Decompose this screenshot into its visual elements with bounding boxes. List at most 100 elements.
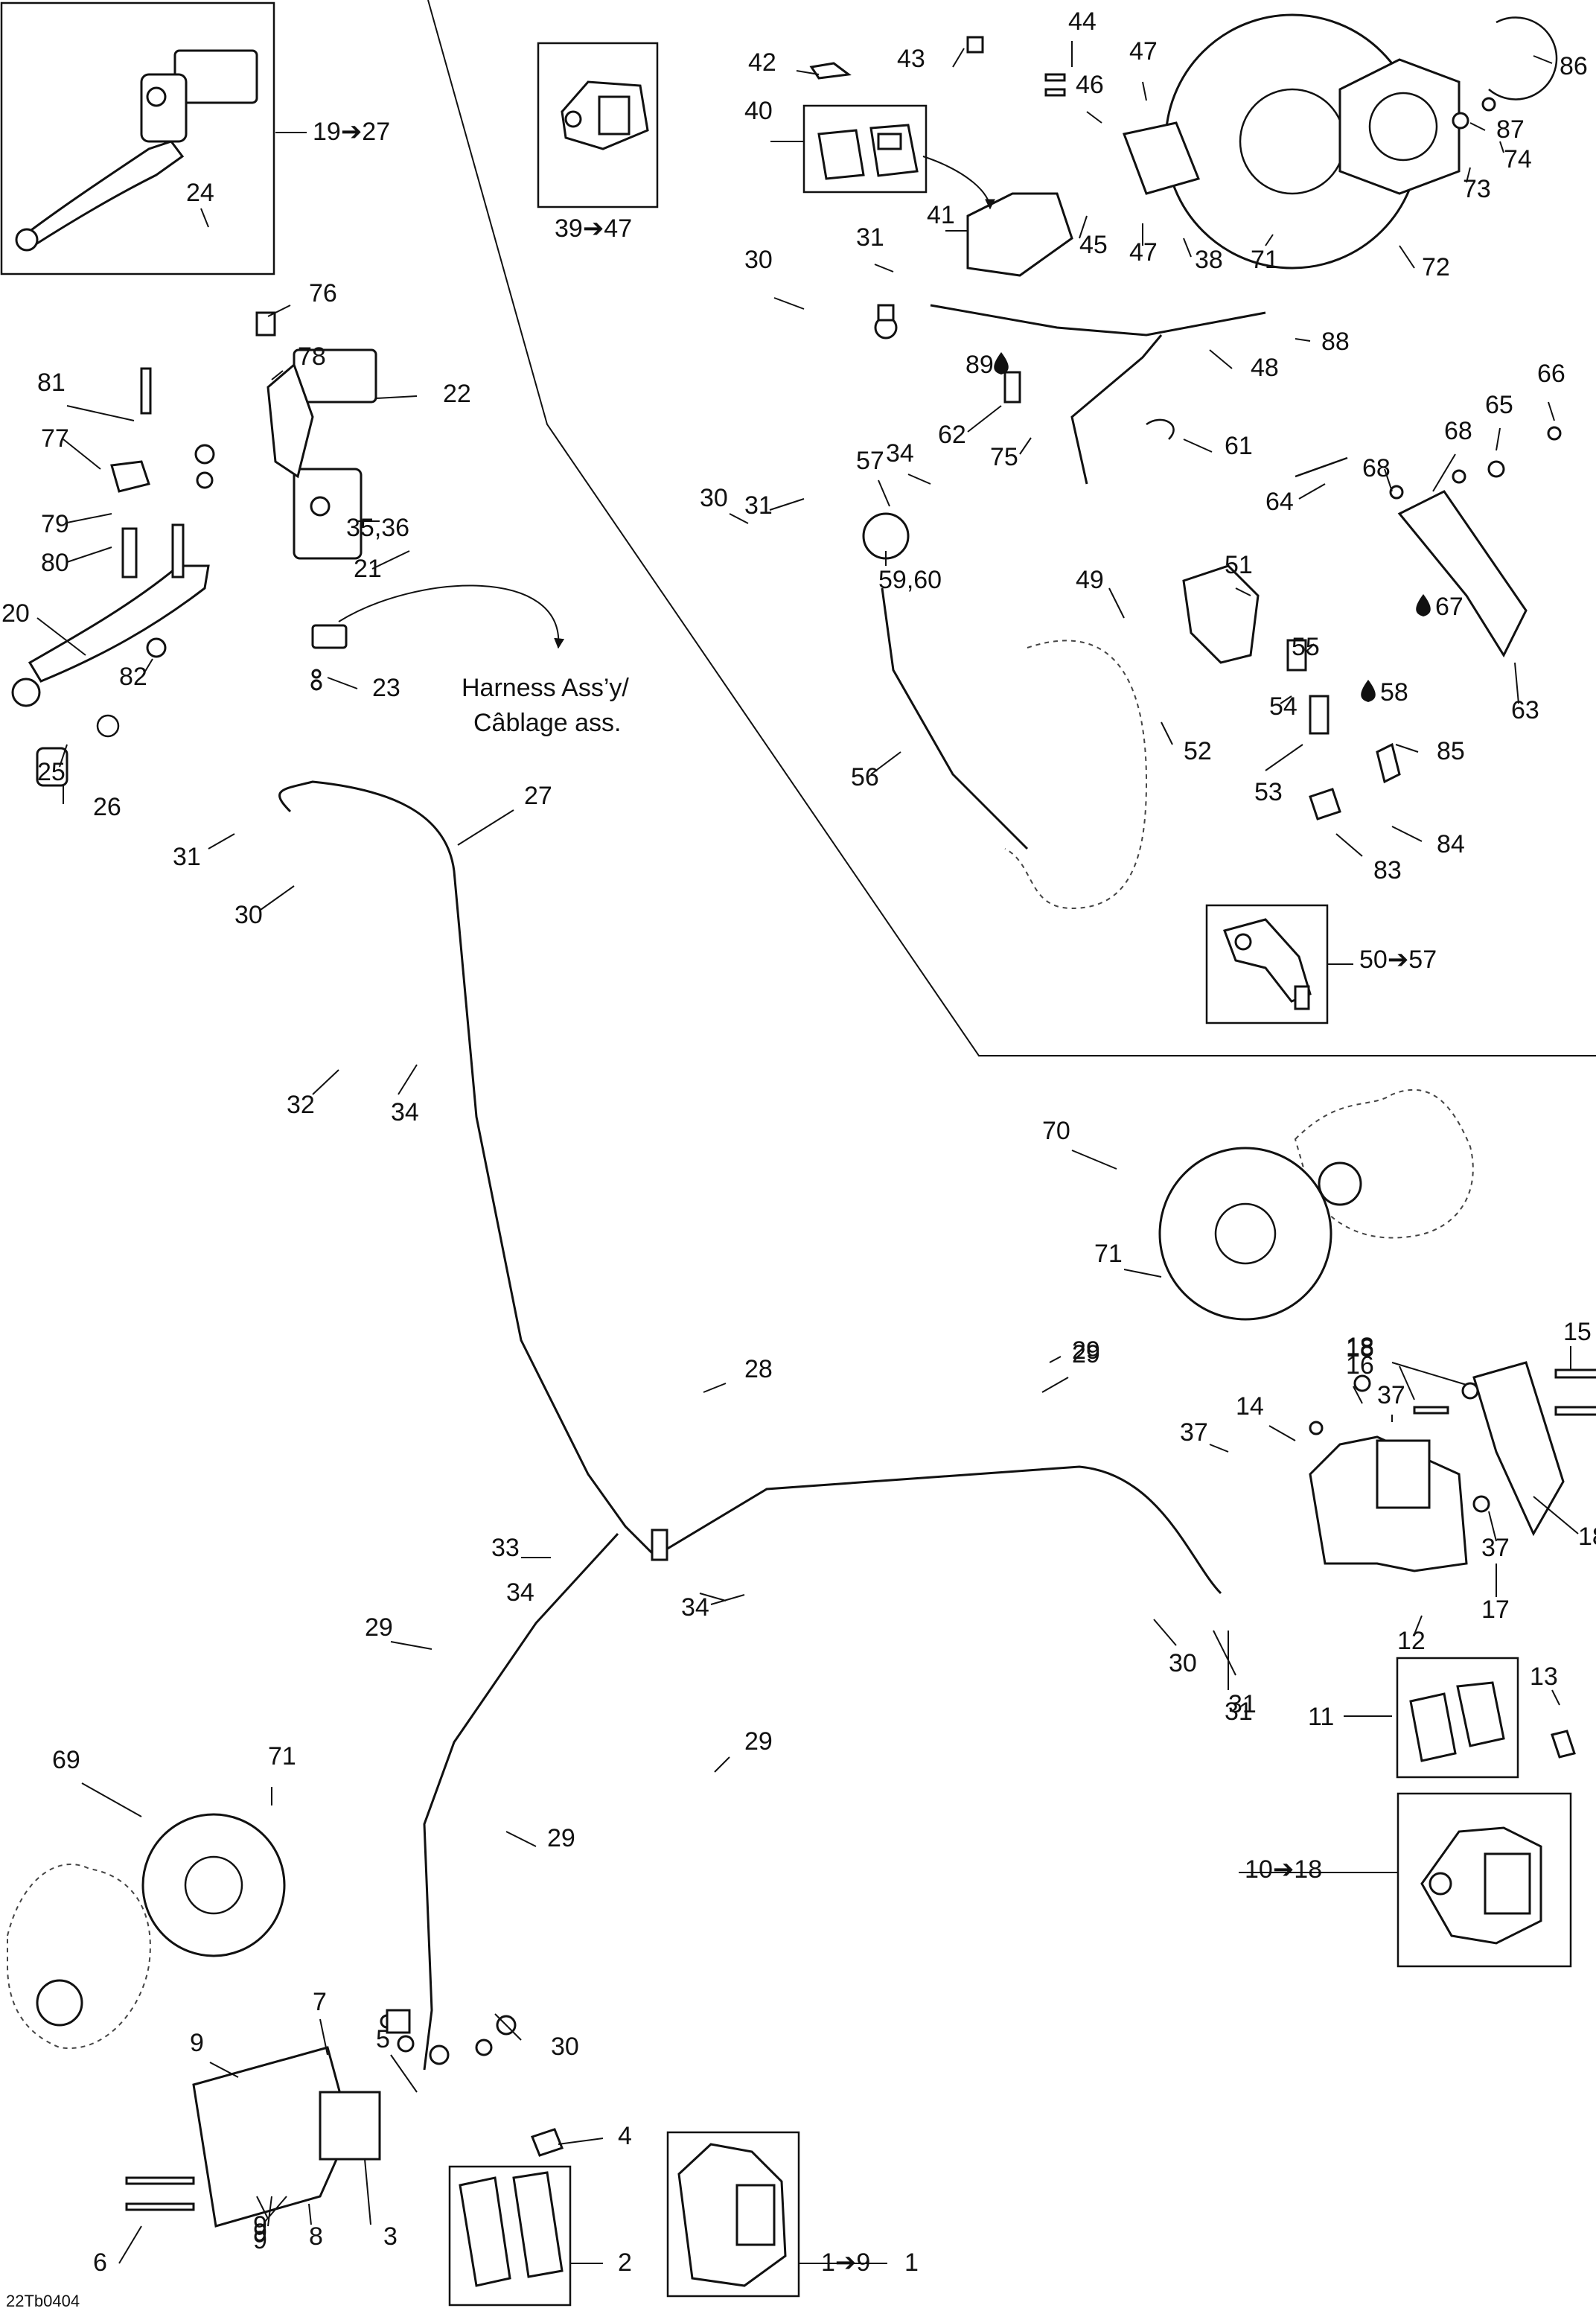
leader-line (558, 2138, 604, 2145)
part-label: 63 (1511, 696, 1539, 724)
leader-line (870, 751, 901, 775)
leader-line (907, 474, 931, 485)
part-label: 29 (1072, 1336, 1100, 1365)
leader-line (256, 2196, 269, 2219)
part-label: 37 (1180, 1418, 1208, 1447)
leader-line (703, 1383, 727, 1393)
leader-line (375, 395, 418, 399)
part-label: 37 (1481, 1534, 1510, 1562)
part-label: 9 (190, 2029, 204, 2057)
part-label: 9 (253, 2219, 267, 2247)
part-label: 28 (744, 1355, 773, 1383)
front-right-brake-group (1158, 1089, 1596, 1759)
part-label: 22 (443, 380, 471, 408)
leader-line (141, 658, 153, 678)
part-label: 88 (1321, 328, 1350, 356)
harness-note-line-2: Câblage ass. (473, 709, 621, 737)
part-label: 21 (354, 555, 382, 583)
range-label: 50➔57 (1359, 946, 1437, 974)
part-label: 17 (1481, 1596, 1510, 1624)
leader-line (1533, 55, 1553, 64)
part-label: 31 (1228, 1690, 1257, 1718)
part-label: 83 (1373, 856, 1402, 885)
part-label: 23 (372, 674, 400, 702)
part-label: 32 (287, 1091, 315, 1119)
part-label: 25 (37, 758, 66, 786)
leader-line (308, 2203, 312, 2225)
inset-front-right-caliper (1396, 1792, 1572, 1968)
lubricant-drop-icon (1361, 680, 1376, 702)
part-label: 71 (268, 1742, 296, 1770)
part-label: 30 (234, 901, 263, 929)
part-label: 76 (309, 279, 337, 307)
front-brake-line (278, 780, 1222, 1595)
part-label: 66 (1537, 360, 1565, 388)
part-label: 2 (618, 2248, 632, 2277)
part-label: 11 (1308, 1703, 1334, 1731)
leader-line (1533, 1496, 1579, 1534)
leader-line (967, 405, 1002, 433)
part-label: 35,36 (346, 514, 409, 542)
leader-line (1183, 439, 1213, 453)
leader-line (1268, 1425, 1296, 1441)
part-label: 57 (856, 447, 884, 475)
leader-line (1086, 111, 1102, 124)
leader-line (1041, 1377, 1069, 1393)
leader-line (1295, 338, 1311, 342)
lubricant-label: 89 (965, 351, 994, 379)
leader-line (1153, 1619, 1177, 1646)
part-label: 71 (1094, 1240, 1123, 1268)
part-label: 42 (748, 48, 776, 77)
leader-line (66, 405, 135, 421)
part-label: 4 (618, 2122, 632, 2150)
leader-line (267, 305, 291, 317)
part-label: 16 (1346, 1351, 1374, 1380)
part-label: 45 (1079, 231, 1108, 259)
leader-line (390, 2054, 418, 2093)
part-label: 18 (1346, 1333, 1374, 1361)
leader-line (1280, 695, 1292, 704)
figure-code: 22Tb0404 (6, 2292, 80, 2310)
leader-line (1049, 1356, 1062, 1363)
part-label: 34 (391, 1098, 419, 1126)
leader-line (200, 208, 209, 228)
leader-line (1142, 81, 1147, 101)
leader-line (874, 264, 894, 272)
leader-line (1395, 744, 1419, 753)
leader-line (371, 550, 410, 570)
part-label: 47 (1129, 37, 1158, 66)
leader-line (36, 617, 86, 656)
leader-line (1209, 1444, 1229, 1453)
part-label: 84 (1437, 830, 1465, 858)
part-label: 68 (1444, 417, 1472, 445)
leader-line (1071, 1150, 1117, 1170)
part-label: 31 (856, 223, 884, 252)
lubricant-drop-icon (994, 352, 1009, 374)
part-label: 30 (551, 2033, 579, 2061)
leader-line (714, 1756, 730, 1773)
leader-line (1123, 1269, 1162, 1278)
front-left-brake-group (7, 1813, 564, 2228)
part-label: 24 (186, 179, 214, 207)
part-label: 74 (1504, 145, 1532, 173)
leader-line (267, 2196, 272, 2227)
leader-line (1235, 587, 1251, 596)
leader-line (327, 677, 358, 689)
inset-rear-caliper-assembly (537, 42, 659, 208)
front-brake-line-lower (423, 1532, 619, 2071)
leader-line (773, 297, 805, 310)
part-label: 80 (41, 549, 69, 577)
leader-line (505, 1831, 537, 1847)
part-label: 64 (1265, 488, 1294, 516)
part-label: 13 (1530, 1663, 1558, 1691)
part-label: 51 (1225, 551, 1253, 579)
leader-line (1414, 1615, 1423, 1635)
part-label: 30 (744, 246, 773, 274)
part-label: 55 (1292, 633, 1320, 661)
leader-line (1108, 587, 1125, 619)
leader-line (729, 513, 749, 524)
part-label: 31 (744, 491, 773, 520)
leader-line (769, 498, 805, 511)
inset-rear-pads (802, 104, 928, 194)
